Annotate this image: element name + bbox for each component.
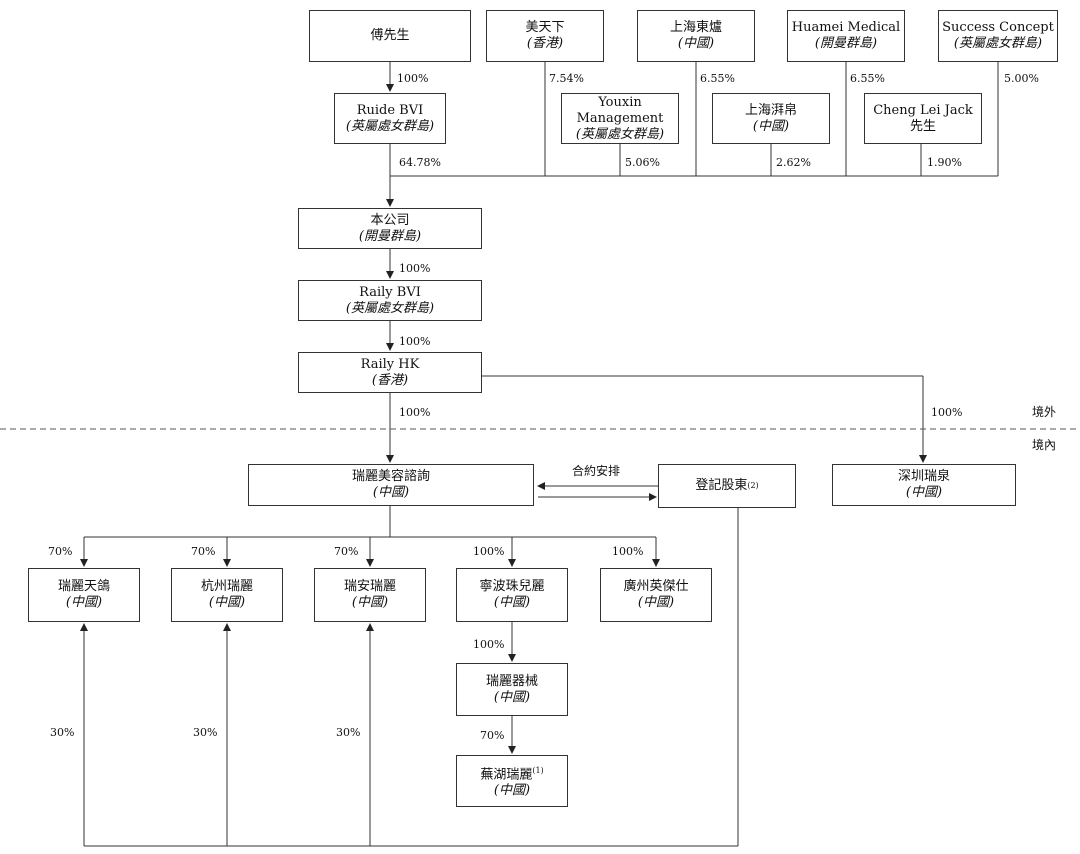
entity-registered-shareholders: 登記股東(2) xyxy=(658,464,796,508)
entity-name: 杭州瑞麗 xyxy=(200,579,253,594)
pct-company-to-raily-bvi: 100% xyxy=(399,262,431,275)
entity-raily-bvi: Raily BVI (英屬處女群島) xyxy=(298,280,482,321)
entity-name: Ruide BVI xyxy=(356,102,424,118)
pct-shanghai-pengbo: 2.62% xyxy=(776,156,811,169)
entity-wuhu-ruili: 蕪湖瑞麗(1) (中國) xyxy=(456,755,568,807)
entity-ruili-consulting: 瑞麗美容諮詢 (中國) xyxy=(248,464,534,506)
entity-jurisdiction: (中國) xyxy=(677,36,715,51)
entity-name: 美天下 xyxy=(525,20,565,35)
onshore-label: 境內 xyxy=(1032,438,1057,452)
pct-chengleijack: 1.90% xyxy=(927,156,962,169)
entity-jurisdiction: (英屬處女群島) xyxy=(345,300,435,316)
entity-jurisdiction: (英屬處女群島) xyxy=(575,126,665,142)
entity-name: 上海東爐 xyxy=(669,20,722,35)
pct-to-hangzhou: 70% xyxy=(191,545,216,558)
pct-ruide: 64.78% xyxy=(399,156,441,169)
entity-name: 瑞麗器械 xyxy=(485,673,538,689)
entity-name: 瑞安瑞麗 xyxy=(343,579,396,594)
entity-youxin-management: Youxin Management (英屬處女群島) xyxy=(561,93,679,144)
pct-to-ruian: 70% xyxy=(334,545,359,558)
pct-to-ruili-tiange: 70% xyxy=(48,545,73,558)
pct-meitianxia: 7.54% xyxy=(549,72,584,85)
entity-name-line2: Management xyxy=(576,110,664,126)
entity-jurisdiction: (中國) xyxy=(752,118,790,134)
entity-name: 登記股東 xyxy=(695,478,748,493)
entity-shenzhen-ruiquan: 深圳瑞泉 (中國) xyxy=(832,464,1016,506)
pct-reg-to-hangzhou: 30% xyxy=(193,726,218,739)
entity-name: 廣州英傑仕 xyxy=(623,579,689,594)
entity-name: Raily BVI xyxy=(359,284,421,300)
entity-name: 瑞麗天鴿 xyxy=(57,579,110,594)
entity-company: 本公司 (開曼群島) xyxy=(298,208,482,249)
pct-fu-to-ruide: 100% xyxy=(397,72,429,85)
entity-name: Success Concept xyxy=(942,20,1054,35)
entity-jurisdiction: (中國) xyxy=(905,485,943,500)
entity-ruide-bvi: Ruide BVI (英屬處女群島) xyxy=(334,93,446,144)
entity-name: 本公司 xyxy=(370,212,410,228)
entity-jurisdiction: (中國) xyxy=(208,595,246,610)
entity-name: 蕪湖瑞麗(1) xyxy=(480,763,543,783)
pct-qixie-to-wuhu: 70% xyxy=(480,729,505,742)
entity-jurisdiction: (中國) xyxy=(372,485,410,500)
entity-name-line1: Youxin xyxy=(598,94,642,110)
entity-raily-hk: Raily HK (香港) xyxy=(298,352,482,393)
entity-name: Raily HK xyxy=(360,356,420,372)
pct-shanghai-donglu: 6.55% xyxy=(700,72,735,85)
entity-cheng-lei-jack: Cheng Lei Jack 先生 xyxy=(864,93,982,144)
entity-name: 瑞麗美容諮詢 xyxy=(351,469,430,484)
entity-ningbo: 寧波珠兒麗 (中國) xyxy=(456,568,568,622)
entity-name: 傅先生 xyxy=(370,28,410,43)
entity-jurisdiction: (中國) xyxy=(493,689,531,705)
entity-jurisdiction: (香港) xyxy=(371,372,409,388)
entity-jurisdiction: (英屬處女群島) xyxy=(953,36,1043,51)
entity-name: Huamei Medical xyxy=(791,20,901,35)
entity-jurisdiction: (中國) xyxy=(493,783,531,799)
pct-ningbo-to-qixie: 100% xyxy=(473,638,505,651)
entity-huamei-medical: Huamei Medical (開曼群島) xyxy=(787,10,905,62)
entity-name-text: 蕪湖瑞麗 xyxy=(480,767,533,783)
entity-mr-fu: 傅先生 xyxy=(309,10,471,62)
pct-reg-to-ruili-tiange: 30% xyxy=(50,726,75,739)
entity-jurisdiction: (中國) xyxy=(65,595,103,610)
entity-jurisdiction: (中國) xyxy=(493,595,531,610)
entity-shanghai-donglu: 上海東爐 (中國) xyxy=(637,10,755,62)
footnote-marker: (1) xyxy=(532,765,544,775)
entity-guangzhou: 廣州英傑仕 (中國) xyxy=(600,568,712,622)
entity-success-concept: Success Concept (英屬處女群島) xyxy=(938,10,1058,62)
entity-meitianxia: 美天下 (香港) xyxy=(486,10,604,62)
pct-raily-hk-to-ruili-consult: 100% xyxy=(399,406,431,419)
footnote-marker: (2) xyxy=(747,481,759,490)
entity-name: Cheng Lei Jack xyxy=(873,102,973,118)
entity-jurisdiction: (英屬處女群島) xyxy=(345,118,435,134)
entity-jurisdiction: (中國) xyxy=(351,595,389,610)
entity-shanghai-pengbo: 上海湃帛 (中國) xyxy=(712,93,830,144)
entity-jurisdiction: (開曼群島) xyxy=(814,36,878,51)
entity-jurisdiction: (香港) xyxy=(526,36,564,51)
entity-hangzhou-ruili: 杭州瑞麗 (中國) xyxy=(171,568,283,622)
entity-ruili-qixie: 瑞麗器械 (中國) xyxy=(456,663,568,716)
entity-name: 上海湃帛 xyxy=(744,102,797,118)
entity-ruili-tiange: 瑞麗天鴿 (中國) xyxy=(28,568,140,622)
entity-name: 深圳瑞泉 xyxy=(897,469,950,484)
entity-name: 寧波珠兒麗 xyxy=(479,579,545,594)
entity-jurisdiction: (中國) xyxy=(637,595,675,610)
pct-huamei: 6.55% xyxy=(850,72,885,85)
pct-reg-to-ruian: 30% xyxy=(336,726,361,739)
entity-title: 先生 xyxy=(909,118,936,134)
pct-youxin: 5.06% xyxy=(625,156,660,169)
entity-ruian-ruili: 瑞安瑞麗 (中國) xyxy=(314,568,426,622)
pct-to-guangzhou: 100% xyxy=(612,545,644,558)
entity-jurisdiction: (開曼群島) xyxy=(358,228,422,244)
contractual-arrangement-label: 合約安排 xyxy=(572,464,621,478)
pct-success: 5.00% xyxy=(1004,72,1039,85)
pct-raily-hk-to-shenzhen: 100% xyxy=(931,406,963,419)
pct-to-ningbo: 100% xyxy=(473,545,505,558)
pct-raily-bvi-to-raily-hk: 100% xyxy=(399,335,431,348)
offshore-label: 境外 xyxy=(1032,405,1057,419)
